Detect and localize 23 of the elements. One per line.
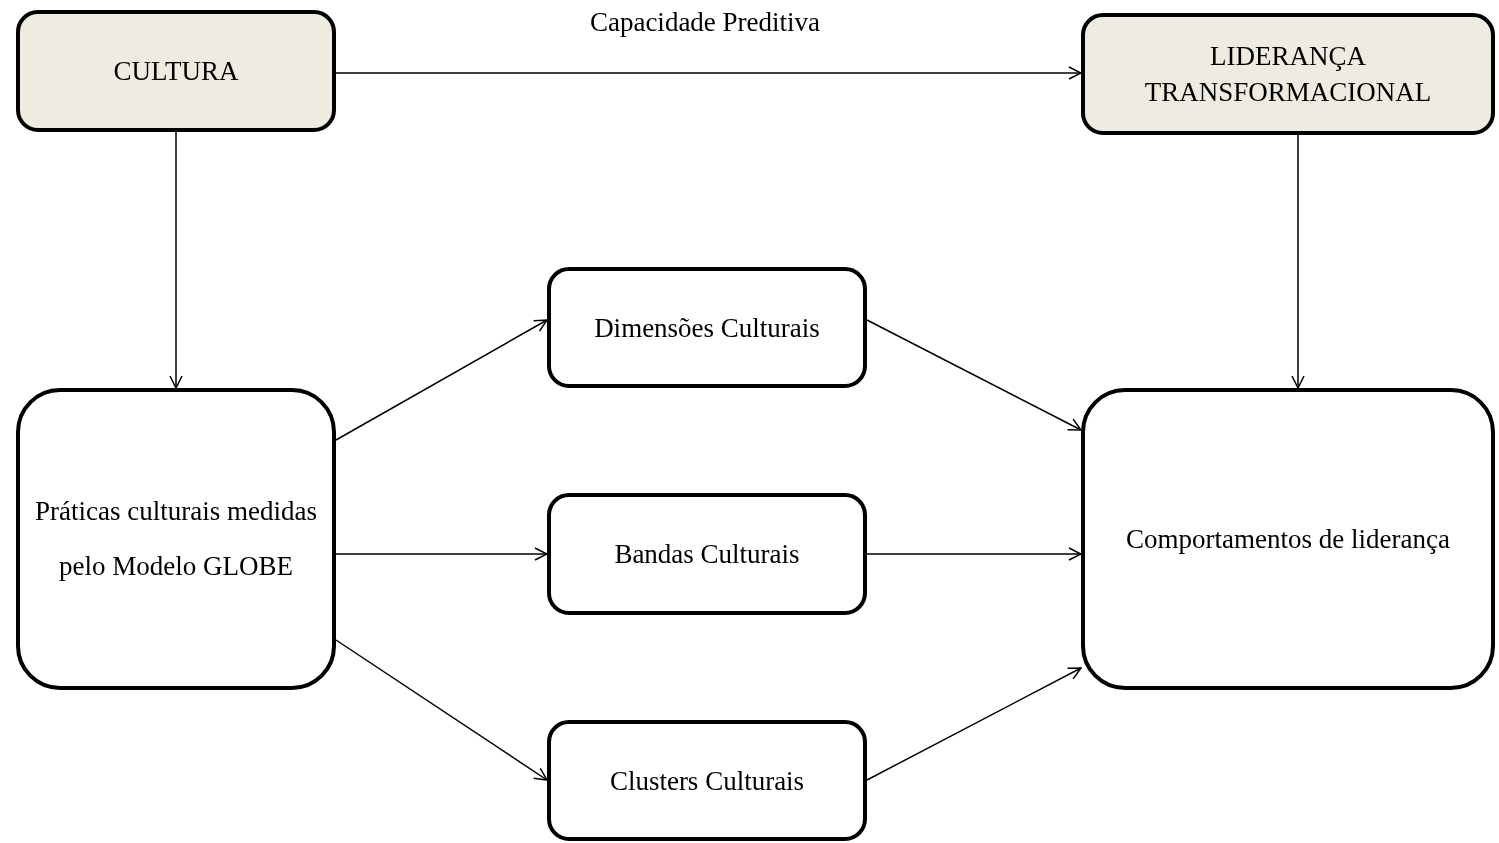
process-box	[547, 493, 867, 615]
box-text: Dimensões Culturais	[594, 311, 820, 345]
arrow	[866, 667, 1082, 781]
box-text: Bandas Culturais	[614, 538, 800, 571]
box-text: CULTURA	[113, 55, 239, 88]
box-text: Clusters Culturais	[609, 764, 805, 798]
arrow	[335, 547, 548, 561]
box-text: Práticas culturais medidas pelo Modelo GLOBE	[34, 495, 318, 583]
arrow	[169, 131, 183, 389]
process-box	[1081, 13, 1495, 135]
box-text: LIDERANÇA TRANSFORMACIONAL	[1143, 40, 1433, 109]
arrow	[1291, 134, 1305, 389]
process-box	[547, 267, 867, 388]
arrow	[335, 319, 548, 441]
arrow	[866, 319, 1082, 431]
box-text: Comportamentos de liderança	[1126, 522, 1450, 556]
arrow	[866, 547, 1082, 561]
process-box	[16, 10, 336, 132]
process-box	[1081, 388, 1495, 690]
process-box	[16, 388, 336, 690]
arrow	[335, 66, 1082, 80]
process-box	[547, 720, 867, 841]
arrow	[335, 639, 548, 781]
